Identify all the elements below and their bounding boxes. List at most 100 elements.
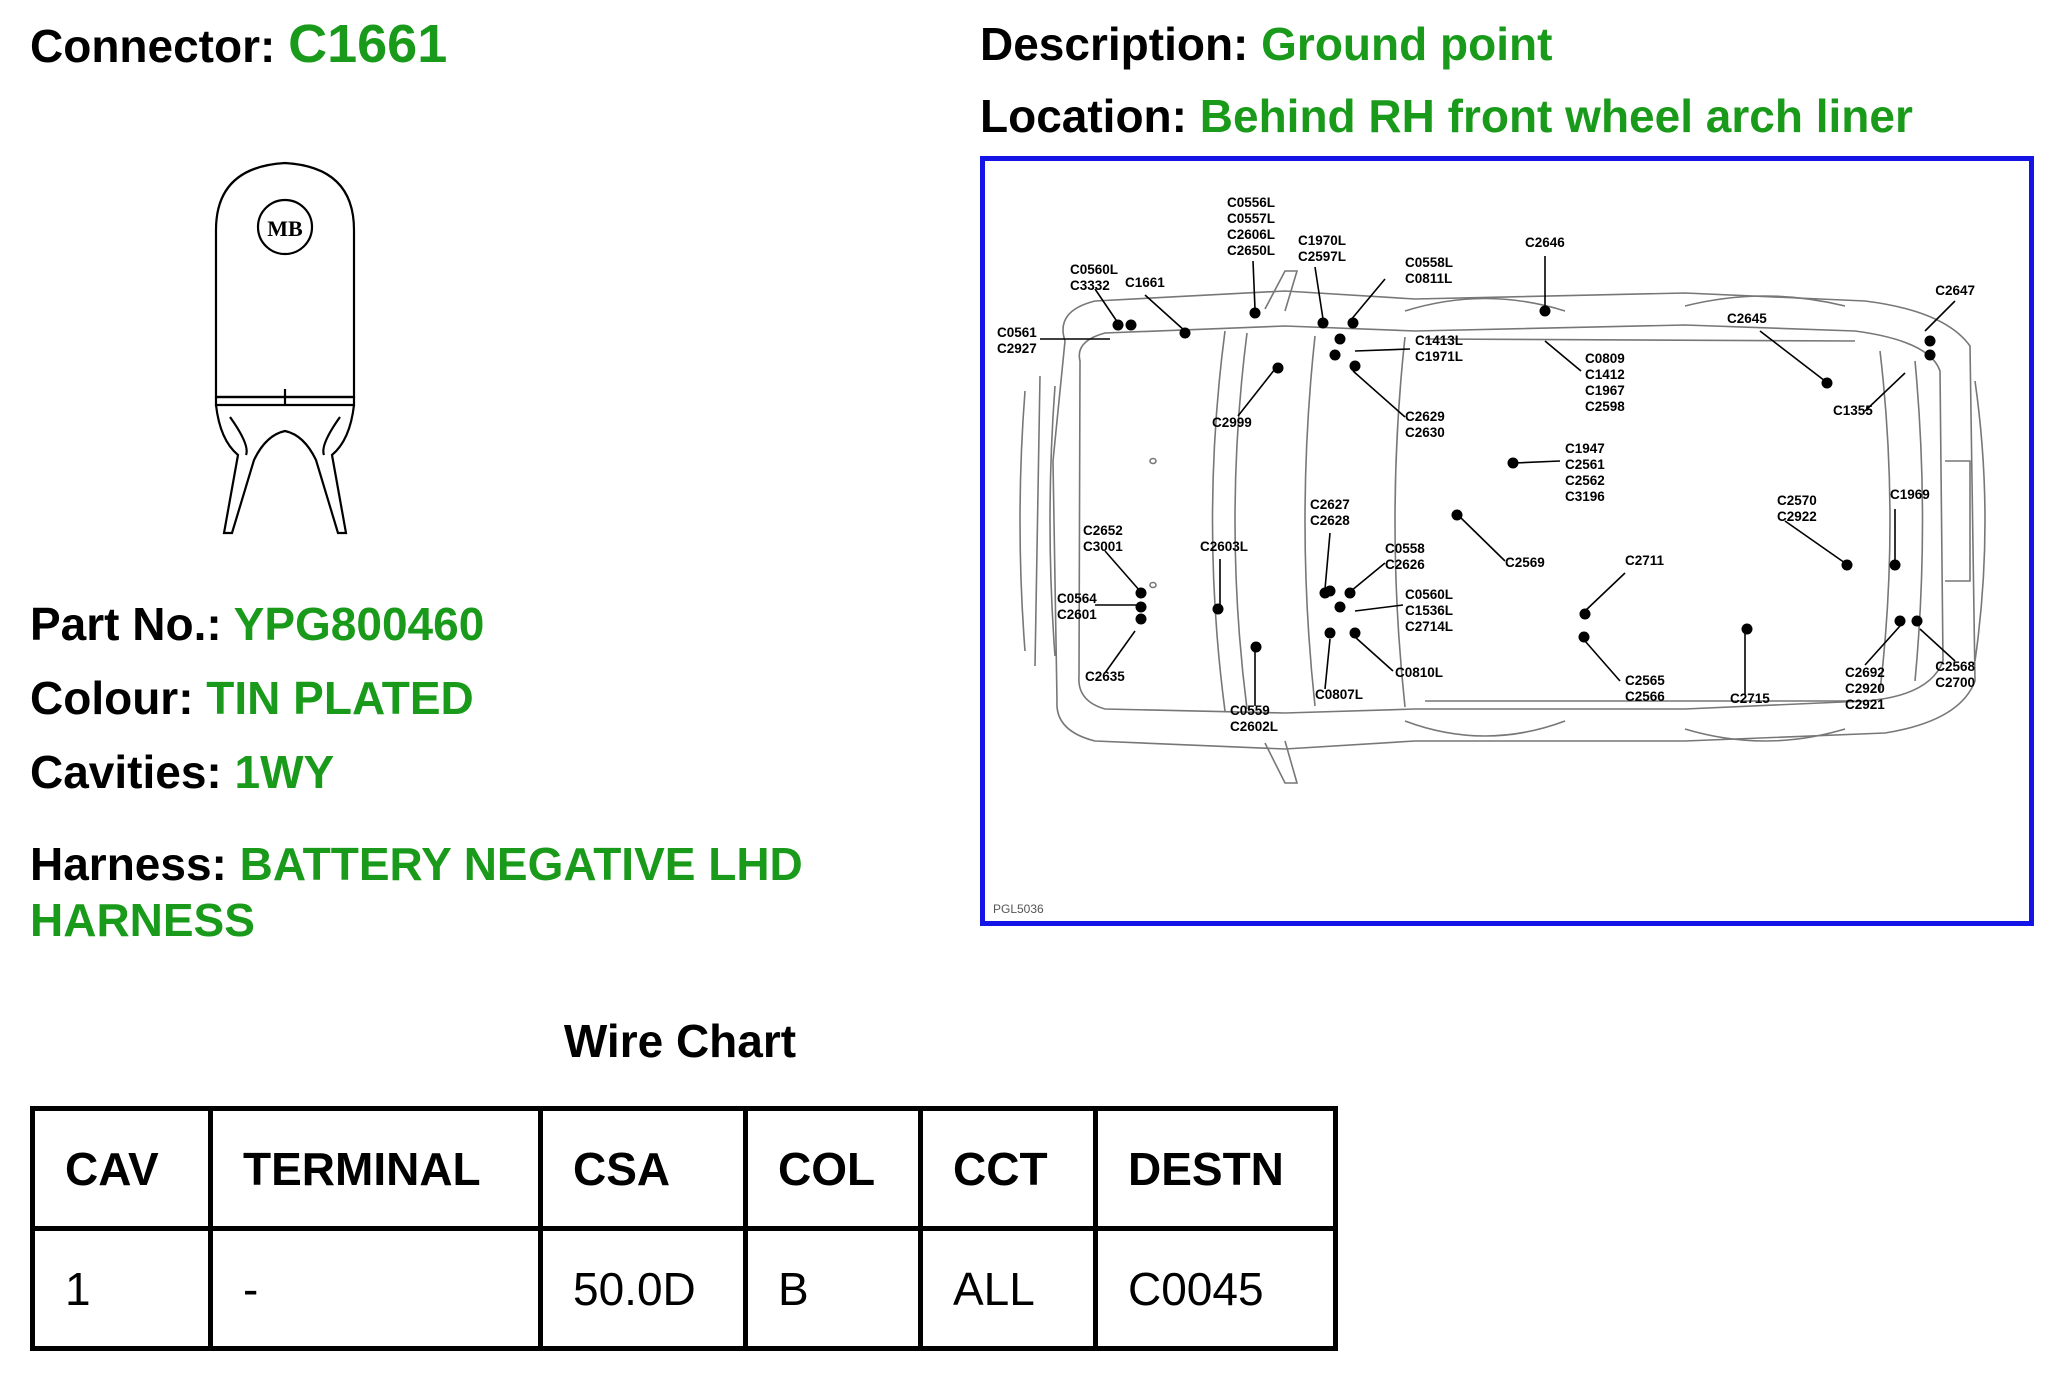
callout-line: C2628	[1310, 513, 1350, 528]
figure-reference: PGL5036	[993, 902, 1044, 916]
leader-line	[1237, 368, 1276, 417]
connector-location-dot	[1125, 319, 1137, 331]
location-field: Location: Behind RH front wheel arch lin…	[980, 88, 1913, 144]
connector-location-dot	[1317, 317, 1329, 329]
leader-line	[1094, 288, 1119, 324]
cell-cav: 1	[30, 1226, 213, 1351]
description-field: Description: Ground point	[980, 16, 1552, 72]
col-cav: CAV	[30, 1106, 213, 1231]
callout-line: C2646	[1525, 235, 1565, 250]
leader-line	[1919, 628, 1956, 662]
connector-location-dot	[1924, 335, 1936, 347]
connector-location-dot	[1894, 615, 1906, 627]
callout-line: C2601	[1057, 607, 1097, 622]
connector-location-dot	[1349, 627, 1361, 639]
leader-line	[1354, 604, 1404, 612]
connector-field: Connector: C1661	[30, 16, 447, 74]
connector-location-dot	[1179, 327, 1191, 339]
part-number-field: Part No.: YPG800460	[30, 596, 484, 652]
callout-line: C2629	[1405, 409, 1445, 424]
connector-location-dot	[1578, 631, 1590, 643]
colour-value: TIN PLATED	[206, 672, 474, 724]
callout-line: C0811L	[1405, 271, 1452, 286]
connector-callout-label: C0807L	[1315, 687, 1363, 702]
leader-line	[1352, 370, 1406, 418]
callout-line: C0807L	[1315, 687, 1363, 702]
leader-line	[1104, 630, 1136, 674]
cell-destn: C0045	[1093, 1226, 1338, 1351]
callout-line: C1413L	[1415, 333, 1463, 348]
location-value: Behind RH front wheel arch liner	[1199, 90, 1913, 142]
callout-line: C0558L	[1405, 255, 1453, 270]
callout-line: C1971L	[1415, 349, 1463, 364]
callout-line: C2927	[997, 341, 1037, 356]
connector-location-dot	[1349, 360, 1361, 372]
connector-callout-label: C0810L	[1395, 665, 1443, 680]
leader-line	[1354, 636, 1394, 672]
callout-line: C2626	[1385, 557, 1425, 572]
callout-line: C2711	[1625, 553, 1665, 568]
callout-line: C1412	[1585, 367, 1625, 382]
callout-line: C1970L	[1298, 233, 1346, 248]
leader-line	[1104, 550, 1141, 592]
callout-line: C0810L	[1395, 665, 1443, 680]
connector-callout-label: C2603L	[1200, 539, 1248, 554]
callout-line: C2561	[1565, 457, 1605, 472]
connector-location-dot	[1334, 333, 1346, 345]
connector-location-dot	[1250, 641, 1262, 653]
connector-location-dot	[1135, 601, 1147, 613]
location-label: Location:	[980, 90, 1187, 142]
callout-line: C2999	[1212, 415, 1252, 430]
connector-location-dot	[1841, 559, 1853, 571]
connector-callout-label: C2646	[1525, 235, 1565, 250]
callout-line: C2598	[1585, 399, 1625, 414]
connector-callout-label: C1969	[1890, 487, 1930, 502]
col-terminal: TERMINAL	[208, 1106, 543, 1231]
callout-line: C1967	[1585, 383, 1625, 398]
callout-line: C2714L	[1405, 619, 1453, 634]
cell-csa: 50.0D	[538, 1226, 748, 1351]
connector-location-dot	[1821, 377, 1833, 389]
connector-location-dot	[1135, 613, 1147, 625]
col-col: COL	[743, 1106, 923, 1231]
connector-location-dot	[1911, 615, 1923, 627]
connector-location-dot	[1272, 362, 1284, 374]
harness-label: Harness:	[30, 838, 227, 890]
connector-location-dot	[1324, 627, 1336, 639]
leader-line	[1252, 260, 1256, 310]
callout-line: C2647	[1935, 283, 1975, 298]
connector-callout-label: C2645	[1727, 311, 1767, 326]
ring-terminal-drawing: MB	[214, 161, 356, 535]
connector-location-dot	[1451, 509, 1463, 521]
connector-location-dot	[1741, 623, 1753, 635]
callout-line: C0561	[997, 325, 1037, 340]
callout-line: C2692	[1845, 665, 1885, 680]
connector-location-dot	[1249, 307, 1261, 319]
cell-terminal: -	[208, 1226, 543, 1351]
callout-line: C2650L	[1227, 243, 1275, 258]
callout-line: C1355	[1833, 403, 1873, 418]
callout-line: C2715	[1730, 691, 1770, 706]
leader-lines	[1040, 256, 1956, 706]
connector-callout-label: C2715	[1730, 691, 1770, 706]
leader-line	[1350, 562, 1386, 592]
table-row: 1 - 50.0D B ALL C0045	[30, 1226, 1338, 1351]
leader-line	[1584, 640, 1621, 682]
leader-line	[1324, 532, 1331, 590]
callout-line: C2652	[1083, 523, 1123, 538]
leader-line	[1324, 638, 1331, 690]
connector-callout-label: C2647	[1935, 283, 1975, 298]
connector-callout-label: C1355	[1833, 403, 1873, 418]
